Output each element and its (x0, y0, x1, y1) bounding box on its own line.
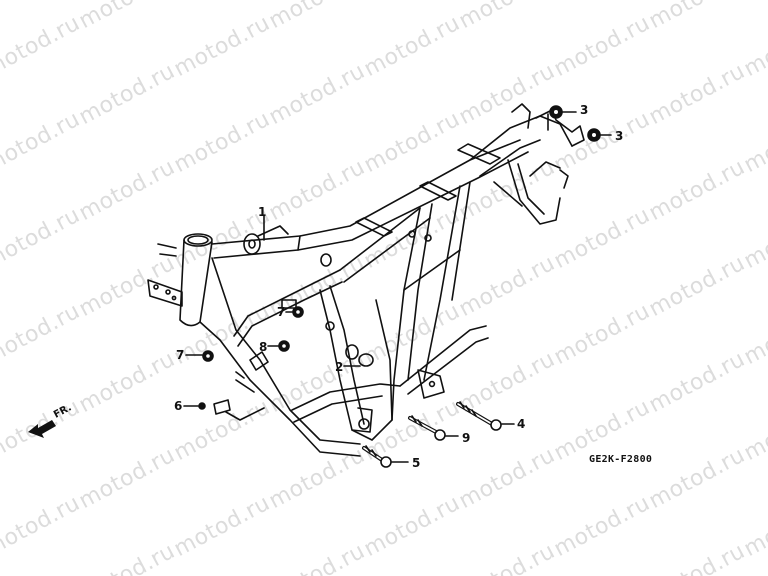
clip-6 (183, 399, 265, 421)
callout-9[interactable]: 9 (462, 431, 471, 445)
nut-7-lower (185, 350, 214, 362)
top-tube (211, 139, 529, 259)
callout-3-upper[interactable]: 3 (580, 103, 589, 117)
center-tubes (339, 181, 471, 421)
callout-8[interactable]: 8 (259, 340, 268, 354)
callout-1[interactable]: 1 (258, 205, 267, 219)
callout-6[interactable]: 6 (174, 399, 183, 413)
callout-2[interactable]: 2 (335, 360, 344, 374)
rear-bracket (511, 103, 585, 147)
nut-3-lower (587, 128, 612, 142)
cross-brace (355, 143, 501, 237)
nut-8 (267, 340, 290, 352)
diagram-code: GE2K-F2800 (589, 454, 653, 465)
steering-stop-bracket (147, 279, 183, 307)
nut-3-upper (549, 105, 577, 119)
engine-cradle (291, 285, 401, 441)
callout-7-upper[interactable]: 7 (277, 305, 286, 319)
bolt-5 (362, 445, 409, 468)
fr-arrow-icon (28, 420, 56, 438)
lower-crossmember (399, 325, 489, 399)
bolt-9 (408, 415, 459, 441)
callout-7-lower[interactable]: 7 (176, 348, 185, 362)
down-tubes (199, 257, 361, 457)
steering-head (157, 233, 213, 327)
callout-3-lower[interactable]: 3 (615, 129, 624, 143)
seat-rail (469, 115, 573, 225)
callout-5[interactable]: 5 (412, 456, 421, 470)
callout-4[interactable]: 4 (517, 417, 526, 431)
bolt-4 (456, 401, 515, 431)
nut-7-upper (285, 306, 304, 318)
